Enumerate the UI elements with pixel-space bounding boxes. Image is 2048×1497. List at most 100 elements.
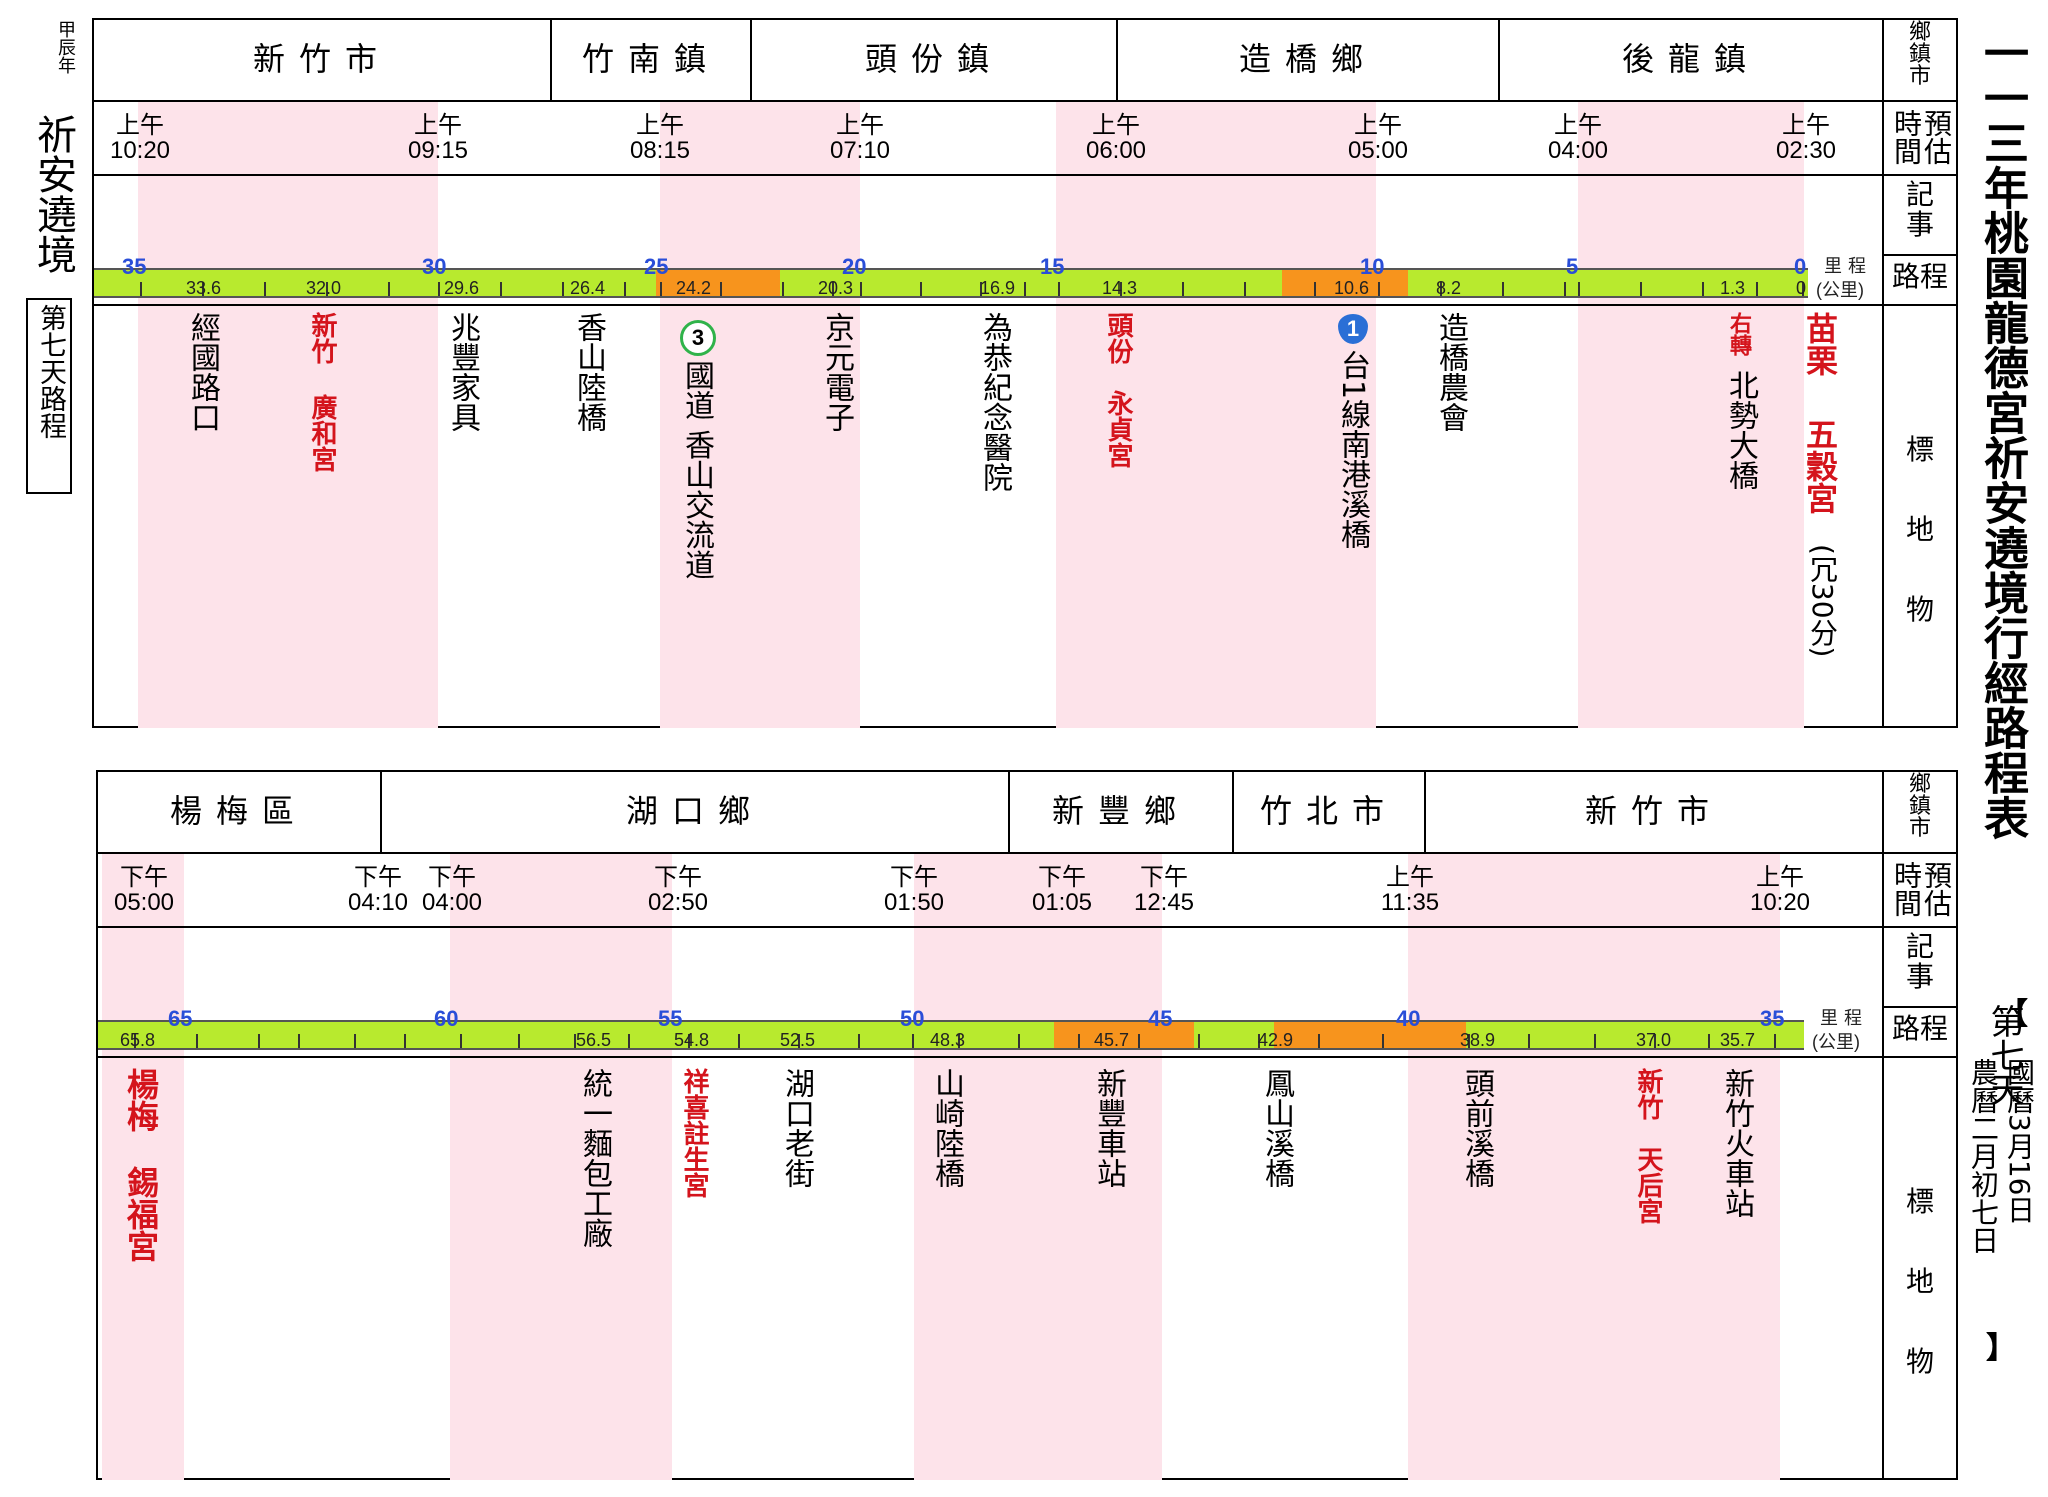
landmark-xifu-temple: 錫福宮: [122, 1166, 160, 1262]
side-route: 路程: [1884, 262, 1956, 292]
side-time-label: 預估時間: [1890, 109, 1953, 165]
km-mark: 55: [658, 1006, 683, 1031]
km-value: 10.6: [1334, 278, 1370, 298]
landmark-tianhou-temple: 天后宮: [1633, 1146, 1663, 1224]
landmark-uni-president: 統一麵包工廠: [577, 1068, 612, 1248]
band: [102, 854, 184, 1480]
town-xinfeng: 新豐鄉: [1051, 792, 1190, 830]
km-mark: 65: [168, 1006, 193, 1031]
km-value: 33.6: [186, 278, 222, 298]
main-title: 一一三年桃園龍德宮祈安遶境行經路程表: [1976, 30, 2029, 840]
side-route-label: 路程: [1891, 260, 1948, 293]
km-mark: 60: [434, 1006, 459, 1031]
band: [1056, 102, 1376, 728]
main-day: 第七天: [1984, 1004, 2024, 1106]
side-landmark: 標地物: [1884, 410, 1956, 650]
side-landmark-label: 標地物: [1905, 433, 1934, 626]
km-value: 32.0: [306, 278, 342, 298]
route-bar: [94, 268, 1808, 298]
km-value: 26.4: [570, 278, 606, 298]
landmark-wugu-temple: 五穀宮: [1801, 418, 1839, 514]
km-value: 45.7: [1094, 1030, 1130, 1050]
landmark-shanqi-bridge: 山崎陸橋: [929, 1068, 964, 1188]
km-value: 42.9: [1258, 1030, 1294, 1050]
route-segment-highlight: [656, 270, 780, 296]
side-town: 鄉鎮市: [1884, 22, 1956, 88]
km-mark: 25: [644, 254, 669, 279]
km-mark: 50: [900, 1006, 925, 1031]
km-mark: 45: [1148, 1006, 1173, 1031]
date-open-bracket: 【: [1998, 997, 2028, 1032]
km-value: 38.9: [1460, 1030, 1496, 1050]
band: [660, 102, 860, 728]
date-close-bracket: 】: [1986, 1331, 2016, 1366]
town-zhubei: 竹北市: [1259, 792, 1398, 830]
km-value: 20.3: [818, 278, 854, 298]
km-unit: (公里): [1816, 280, 1864, 300]
km-label: 里程: [1820, 1008, 1868, 1028]
landmark-wugu-note: (冗30分): [1806, 544, 1839, 658]
km-value: 29.6: [444, 278, 480, 298]
landmark-touqian-bridge: 頭前溪橋: [1459, 1068, 1494, 1188]
landmark-zaoqiao-farmers: 造橋農會: [1433, 312, 1468, 432]
town-zaoqiao: 造橋鄉: [1238, 40, 1377, 78]
km-value: 37.0: [1636, 1030, 1672, 1050]
day-box: 第七天路程: [26, 298, 72, 494]
km-value: 24.2: [676, 278, 712, 298]
side-route: 路程: [1884, 1014, 1956, 1044]
km-value: 1.3: [1720, 278, 1746, 298]
km-value: 14.3: [1102, 278, 1138, 298]
km-mark: 0: [1794, 254, 1807, 279]
route-segment-highlight: [1282, 270, 1408, 296]
km-label: 里程: [1824, 256, 1872, 276]
km-unit: (公里): [1812, 1032, 1860, 1052]
landmark-xifu-city: 楊梅: [122, 1068, 160, 1132]
highway-1-icon: 1: [1338, 314, 1368, 344]
km-value: 0: [1796, 278, 1807, 298]
top-table: 新竹市 竹南鎮 頭份鎮 造橋鄉 後龍鎮 鄉鎮市 預估時間 記事 路程 標地物 上…: [92, 18, 1958, 728]
km-value: 52.5: [780, 1030, 816, 1050]
landmark-guanghe-city: 新竹: [307, 312, 337, 364]
landmark-jingguo-road: 經國路口: [185, 312, 220, 432]
town-zhunan: 竹南鎮: [581, 40, 720, 78]
freeway-3-icon: 3: [680, 320, 716, 356]
landmark-zhaofeng: 兆豐家具: [445, 312, 480, 432]
km-value: 8.2: [1436, 278, 1462, 298]
bottom-table: 楊梅區 湖口鄉 新豐鄉 竹北市 新竹市 鄉鎮市 預估時間 記事 路程 標地物 下…: [96, 770, 1958, 1480]
left-year: 甲辰年: [55, 20, 76, 74]
band: [1408, 854, 1780, 1480]
landmark-freeway-interchange: 國道 香山交流道: [679, 360, 714, 580]
km-value: 35.7: [1720, 1030, 1756, 1050]
landmark-beishi-bridge: 北勢大橋: [1723, 370, 1758, 490]
landmark-tianhou-city: 新竹: [1633, 1068, 1663, 1120]
km-value: 54.8: [674, 1030, 710, 1050]
side-route-label: 路程: [1891, 1012, 1948, 1045]
town-hsinchu-city-2: 新竹市: [1584, 792, 1723, 830]
left-title: 祈安遶境: [30, 114, 76, 274]
landmark-jingyuan: 京元電子: [819, 312, 854, 432]
side-town-label: 鄉鎮市: [1908, 20, 1931, 89]
route-segment-highlight: [1054, 1022, 1194, 1048]
km-mark: 35: [1760, 1006, 1785, 1031]
km-mark: 5: [1566, 254, 1579, 279]
km-value: 65.8: [120, 1030, 156, 1050]
landmark-hsinchu-station: 新竹火車站: [1719, 1068, 1754, 1218]
band: [138, 102, 438, 728]
town-hsinchu-city: 新竹市: [252, 40, 391, 78]
landmark-yongzhen-city: 頭份: [1103, 312, 1133, 364]
km-mark: 15: [1040, 254, 1065, 279]
date-gregorian: 國曆3月16日: [2003, 1058, 2036, 1224]
